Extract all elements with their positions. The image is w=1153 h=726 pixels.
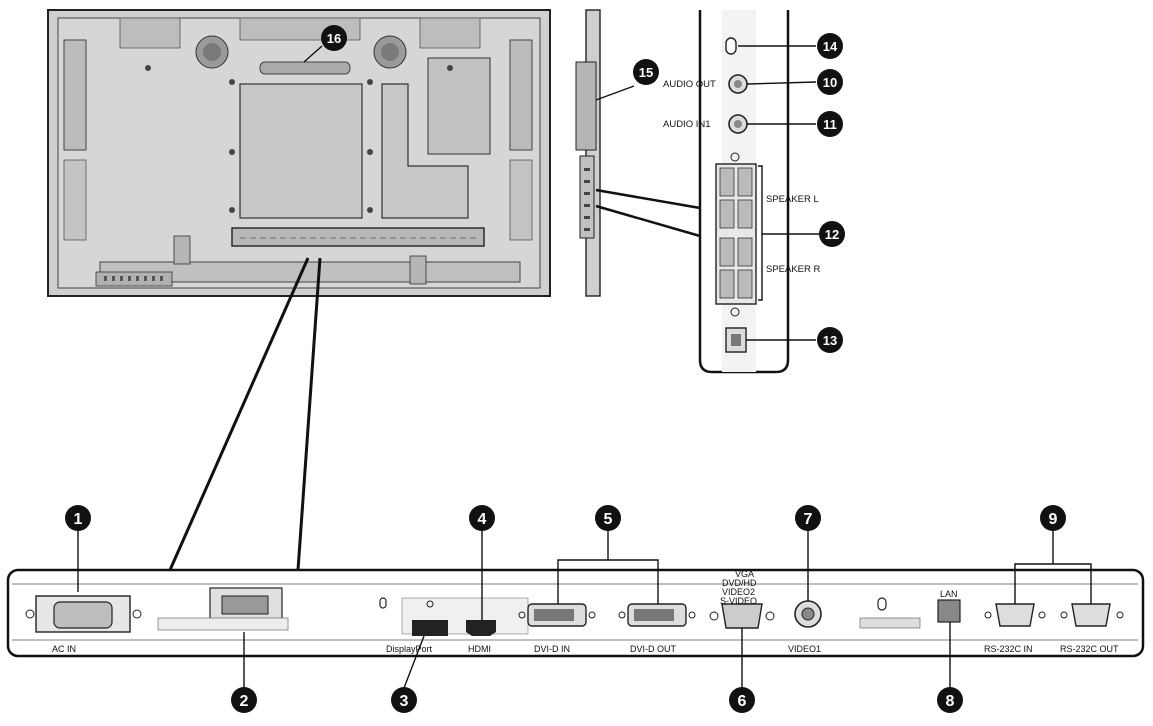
svg-text:13: 13 bbox=[823, 333, 837, 348]
speaker-terminals-icon bbox=[715, 163, 757, 305]
svg-text:14: 14 bbox=[823, 39, 838, 54]
dvi-out-connector-icon bbox=[618, 603, 696, 627]
callout-12: 12 bbox=[819, 221, 845, 247]
monitor-rear-view bbox=[47, 9, 551, 297]
displayport-label: DisplayPort bbox=[386, 644, 433, 654]
svg-text:4: 4 bbox=[478, 511, 487, 528]
rs232c-in-connector-icon bbox=[984, 603, 1046, 627]
callout-11: 11 bbox=[817, 111, 843, 137]
svg-text:9: 9 bbox=[1049, 511, 1058, 528]
vga-label-line4: S-VIDEO bbox=[720, 596, 757, 606]
lan-label: LAN bbox=[940, 589, 958, 599]
callout-15: 15 bbox=[633, 59, 659, 85]
dvi-in-connector-icon bbox=[518, 603, 596, 627]
svg-text:6: 6 bbox=[738, 693, 747, 710]
callout-1: 1 bbox=[65, 505, 91, 531]
audio-out-label: AUDIO OUT bbox=[663, 79, 716, 90]
video1-label: VIDEO1 bbox=[788, 644, 821, 654]
callout-3: 3 bbox=[391, 687, 417, 713]
callout-8: 8 bbox=[937, 687, 963, 713]
callout-7: 7 bbox=[795, 505, 821, 531]
svg-text:12: 12 bbox=[825, 227, 839, 242]
svg-text:7: 7 bbox=[804, 511, 813, 528]
rs232c-out-connector-icon bbox=[1060, 603, 1124, 627]
callout-5: 5 bbox=[595, 505, 621, 531]
callout-6: 6 bbox=[729, 687, 755, 713]
svg-text:8: 8 bbox=[946, 693, 955, 710]
svg-text:11: 11 bbox=[823, 117, 837, 132]
svg-text:1: 1 bbox=[74, 511, 83, 528]
dvi-in-label: DVI-D IN bbox=[534, 644, 570, 654]
hdmi-label: HDMI bbox=[468, 644, 491, 654]
callout-2: 2 bbox=[231, 687, 257, 713]
callout-9: 9 bbox=[1040, 505, 1066, 531]
callout-13: 13 bbox=[817, 327, 843, 353]
rs232c-out-label: RS-232C OUT bbox=[1060, 644, 1119, 654]
vga-label-line2: DVD/HD bbox=[722, 578, 757, 588]
callout-10: 10 bbox=[817, 69, 843, 95]
svg-text:16: 16 bbox=[327, 31, 341, 46]
callout-line-side bbox=[595, 188, 701, 210]
lan-port-icon bbox=[937, 599, 961, 623]
video1-bnc-connector-icon bbox=[794, 600, 822, 628]
speaker-r-label: SPEAKER R bbox=[766, 264, 821, 275]
audio-in1-label: AUDIO IN1 bbox=[663, 119, 711, 130]
vga-connector-icon bbox=[709, 603, 775, 629]
dvi-out-label: DVI-D OUT bbox=[630, 644, 677, 654]
callout-14: 14 bbox=[817, 33, 843, 59]
callout-4: 4 bbox=[469, 505, 495, 531]
svg-text:3: 3 bbox=[400, 693, 409, 710]
svg-text:15: 15 bbox=[639, 65, 653, 80]
rs232c-in-label: RS-232C IN bbox=[984, 644, 1033, 654]
monitor-side-view bbox=[575, 9, 601, 297]
displayport-connector-icon bbox=[412, 620, 448, 636]
terminal-panel bbox=[6, 568, 1145, 658]
security-slot-icon bbox=[725, 37, 737, 55]
vga-label-line3: VIDEO2 bbox=[722, 587, 755, 597]
callout-16: 16 bbox=[321, 25, 347, 51]
ac-in-connector-icon bbox=[25, 595, 142, 633]
speaker-l-label: SPEAKER L bbox=[766, 194, 819, 205]
main-power-switch-panel-icon bbox=[157, 587, 289, 631]
ac-in-label: AC IN bbox=[52, 644, 76, 654]
side-detail-panel bbox=[698, 10, 820, 374]
hdmi-connector-icon bbox=[466, 620, 496, 636]
svg-text:5: 5 bbox=[604, 511, 613, 528]
vga-label-line1: VGA bbox=[735, 569, 754, 579]
svg-text:10: 10 bbox=[823, 75, 837, 90]
svg-text:2: 2 bbox=[240, 693, 249, 710]
